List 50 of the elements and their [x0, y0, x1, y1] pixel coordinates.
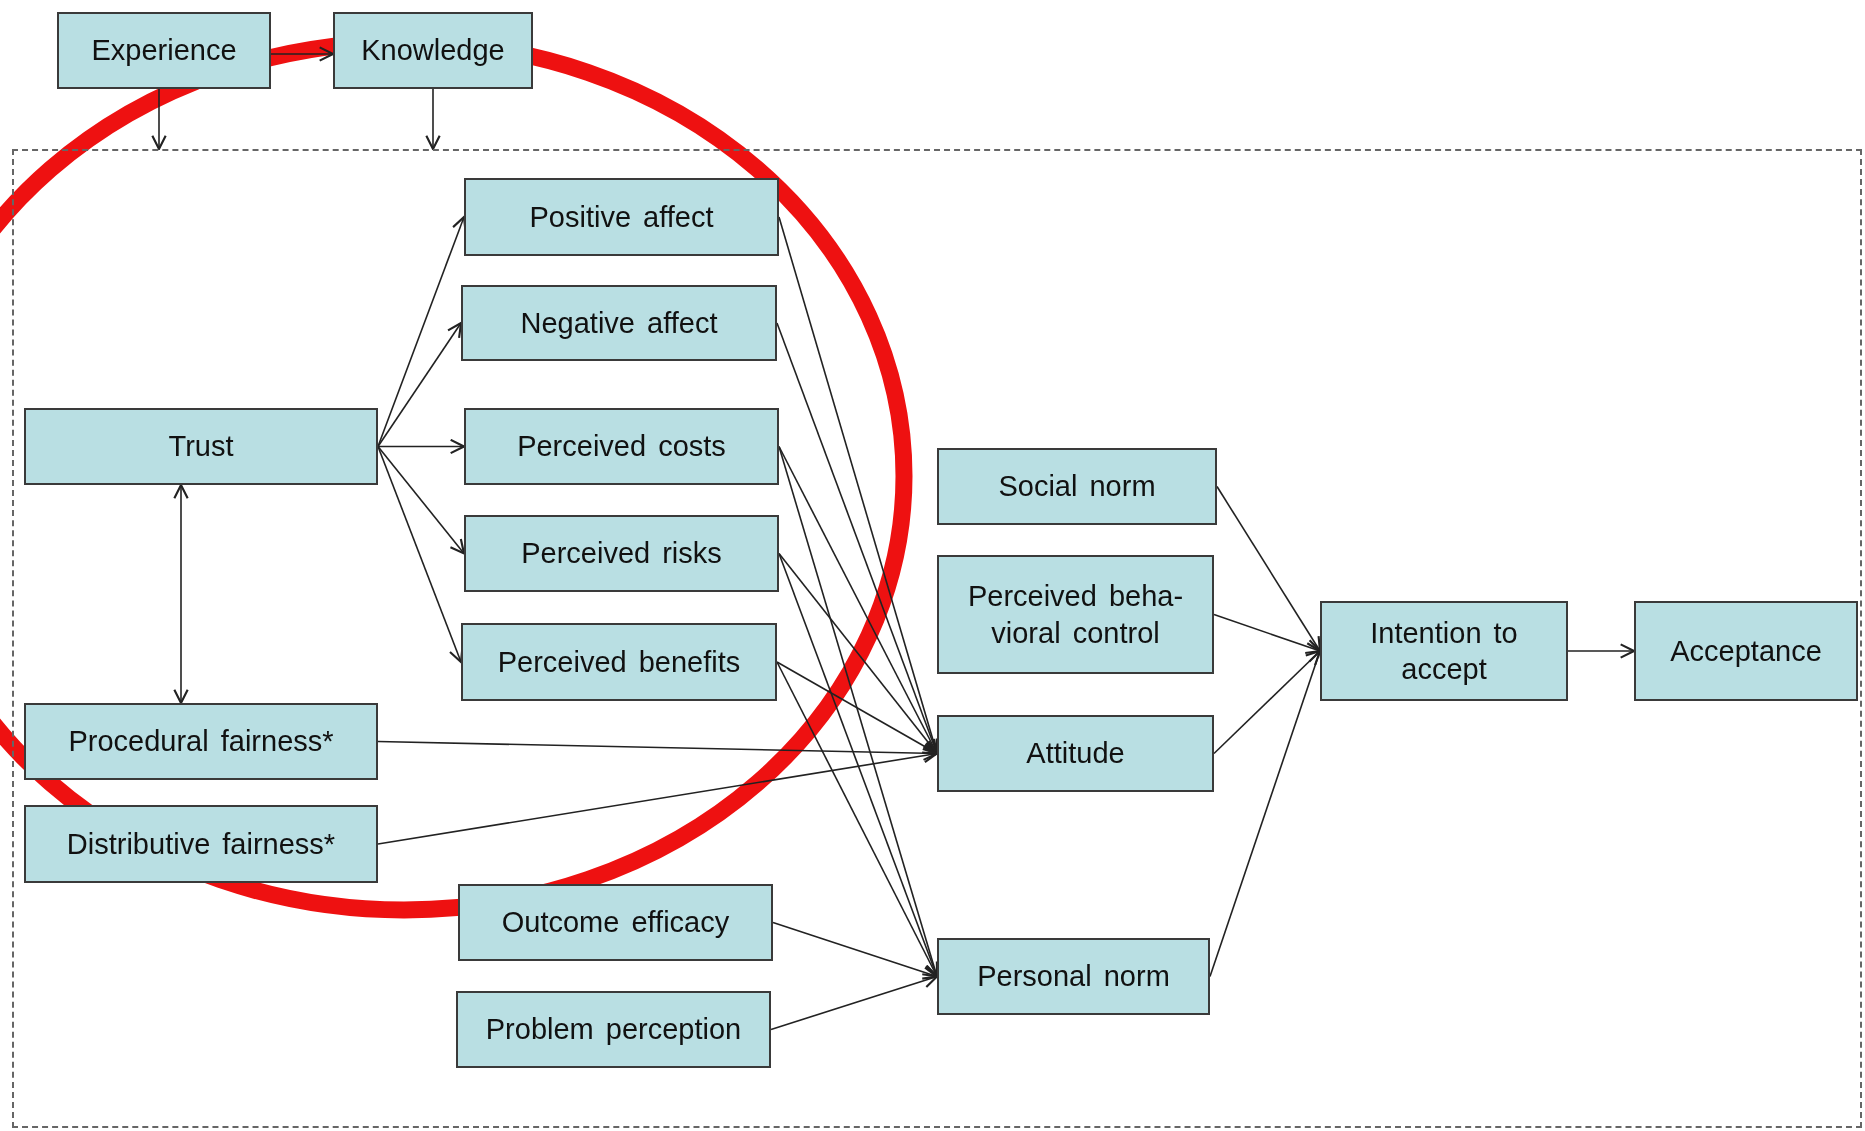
arrow — [173, 483, 189, 705]
arrow — [377, 740, 939, 761]
box-label: Intention to accept — [1369, 615, 1519, 687]
box-label: Perceived costs — [516, 429, 727, 465]
process-box — [937, 938, 1210, 1015]
box-label: Distributive fairness* — [65, 826, 337, 862]
box-label: Problem perception — [484, 1012, 743, 1048]
process-box — [464, 408, 779, 485]
arrow — [377, 438, 466, 455]
box-label: Perceived risks — [520, 536, 723, 572]
box-label: Positive affect — [528, 199, 715, 235]
process-box — [937, 448, 1217, 525]
box-label: Negative affect — [519, 305, 719, 341]
process-box — [464, 178, 779, 256]
arrow — [425, 88, 441, 151]
box-label: Procedural fairness* — [67, 724, 335, 760]
arrow — [270, 46, 335, 62]
box-label: Personal norm — [976, 959, 1171, 995]
box-label: Trust — [167, 429, 235, 465]
arrow — [377, 321, 463, 448]
process-box — [937, 715, 1214, 792]
arrow — [776, 661, 939, 978]
process-box — [458, 884, 773, 961]
box-label: Social norm — [997, 469, 1157, 505]
process-box — [57, 12, 271, 89]
box-label: Outcome efficacy — [500, 905, 731, 941]
box-label: Attitude — [1025, 736, 1126, 772]
process-box — [1320, 601, 1568, 701]
box-label: Perceived benefits — [496, 644, 742, 680]
process-box — [24, 703, 378, 780]
process-box — [24, 408, 378, 485]
box-label: Perceived beha- vioral control — [966, 579, 1185, 651]
arrow — [377, 748, 939, 845]
process-box — [24, 805, 378, 883]
process-box — [456, 991, 771, 1068]
box-label: Acceptance — [1669, 633, 1823, 669]
process-box — [333, 12, 533, 89]
process-box — [1634, 601, 1858, 701]
arrow — [377, 445, 466, 555]
arrow — [1567, 643, 1636, 659]
arrow — [151, 88, 167, 151]
dashed-group-border — [12, 149, 1862, 1128]
process-box — [937, 555, 1214, 674]
box-label: Experience — [90, 33, 238, 69]
process-box — [461, 285, 777, 361]
process-box — [461, 623, 777, 701]
arrow — [1213, 649, 1322, 755]
box-label: Knowledge — [360, 33, 506, 69]
process-box — [464, 515, 779, 592]
arrow — [770, 973, 939, 1031]
